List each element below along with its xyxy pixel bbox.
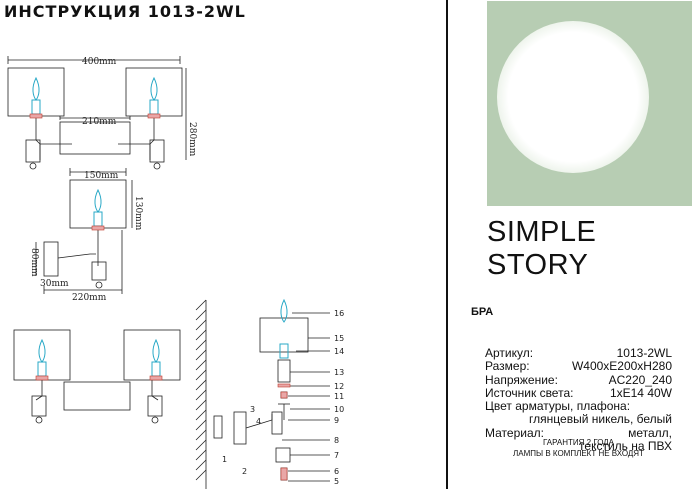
part-8: 8	[334, 436, 339, 445]
spec-row-size: Размер: W400xE200xH280	[485, 359, 672, 374]
spec-row-material: Материал: металл,	[485, 425, 672, 440]
brand-part1: SIMPLE	[487, 216, 597, 248]
part-3: 3	[250, 405, 255, 414]
spec-value: 1xE14 40W	[609, 385, 672, 400]
spec-value: металл,	[628, 425, 672, 440]
part-5: 5	[334, 477, 339, 486]
spec-row-article: Артикул: 1013-2WL	[485, 346, 672, 360]
dim-shade-height: 130mm	[133, 196, 143, 231]
dim-overall-width: 400mm	[82, 57, 117, 67]
part-9: 9	[334, 416, 339, 425]
spec-value: AC220_240	[608, 372, 672, 387]
spec-row-color: Цвет арматуры, плафона: глянцевый никель…	[485, 399, 672, 427]
part-16: 16	[334, 309, 344, 318]
dim-height: 280mm	[187, 122, 197, 157]
part-13: 13	[334, 368, 344, 377]
dim-arm-span: 210mm	[82, 117, 117, 127]
vertical-divider	[446, 0, 448, 489]
part-15: 15	[334, 334, 344, 343]
part-4: 4	[256, 417, 261, 426]
spec-label: Напряжение:	[485, 372, 558, 387]
lamps-note: ЛАМПЫ В КОМПЛЕКТ НЕ ВХОДЯТ	[513, 449, 644, 458]
dim-depth: 220mm	[72, 293, 107, 303]
brand-part2: STORY	[487, 249, 589, 281]
globe-icon	[497, 21, 649, 173]
part-6: 6	[334, 467, 339, 476]
part-2: 2	[242, 467, 247, 476]
spec-label: Цвет арматуры, плафона:	[485, 399, 631, 414]
product-type: БРА	[471, 306, 494, 318]
dim-shade-width: 150mm	[84, 171, 119, 181]
dim-offset: 30mm	[40, 279, 69, 289]
spec-value: 1013-2WL	[616, 346, 672, 360]
part-11: 11	[334, 392, 344, 401]
instruction-title: ИНСТРУКЦИЯ 1013-2WL	[4, 2, 246, 21]
spec-row-light: Источник света: 1xE14 40W	[485, 385, 672, 400]
part-7: 7	[334, 451, 339, 460]
spec-value: W400xE200xH280	[571, 359, 672, 374]
spec-label: Источник света:	[485, 385, 574, 400]
part-14: 14	[334, 347, 344, 356]
specs-table: Артикул: 1013-2WL Размер: W400xE200xH280…	[485, 346, 672, 454]
spec-value-material-2: текстиль на ПВХ	[579, 439, 672, 454]
technical-drawing: 400mm 210mm 280mm 150mm 130mm 80mm 30mm …	[7, 56, 344, 489]
dim-base: 80mm	[29, 248, 39, 277]
part-12: 12	[334, 382, 344, 391]
part-1: 1	[222, 455, 227, 464]
spec-label: Артикул:	[485, 346, 534, 360]
brand-logo: SIMPLE STORY	[487, 216, 700, 282]
warranty-text: ГАРАНТИЯ 2 ГОДА	[542, 438, 615, 447]
part-10: 10	[334, 405, 344, 414]
product-photo	[487, 1, 692, 206]
footer-notes: ГАРАНТИЯ 2 ГОДА ЛАМПЫ В КОМПЛЕКТ НЕ ВХОД…	[485, 437, 672, 459]
spec-label: Размер:	[485, 359, 530, 374]
spec-label: Материал:	[485, 425, 544, 440]
spec-row-voltage: Напряжение: AC220_240	[485, 372, 672, 387]
spec-value: глянцевый никель, белый	[529, 412, 672, 427]
